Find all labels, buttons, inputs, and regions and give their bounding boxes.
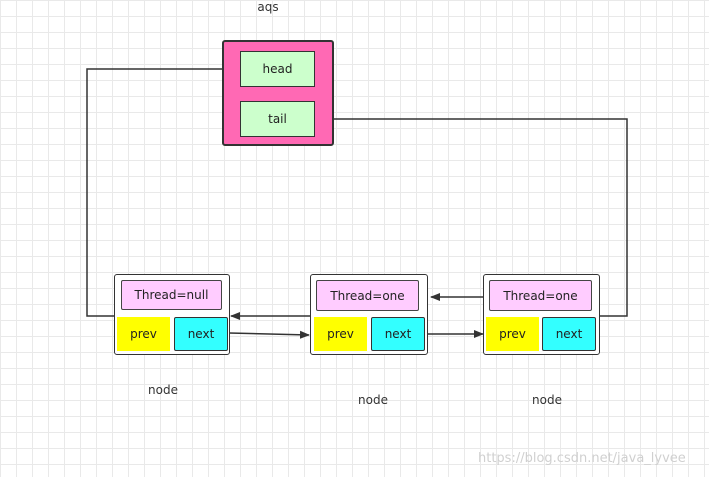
node-0-caption: node [148,383,178,397]
node-0-thread: Thread=null [121,280,222,310]
node-0-next: next [174,317,228,351]
node-1-caption: node [358,393,388,407]
head-pointer-arrow [86,65,241,317]
head-field: head [240,51,315,87]
node-2-next: next [542,317,596,351]
aqs-label: aqs [257,0,279,14]
node-2-caption: node [532,393,562,407]
node-1-next: next [371,317,425,351]
node-1-thread: Thread=one [316,280,419,311]
next-arrow-node0-to-node1 [228,330,310,339]
tail-pointer-arrow [315,115,628,317]
tail-field: tail [240,101,315,137]
node-0-prev: prev [117,317,170,351]
node-2-prev: prev [486,317,539,351]
node-2-thread: Thread=one [489,280,592,311]
watermark: https://blog.csdn.net/java_lyvee [478,451,686,466]
node-1-prev: prev [314,317,367,351]
